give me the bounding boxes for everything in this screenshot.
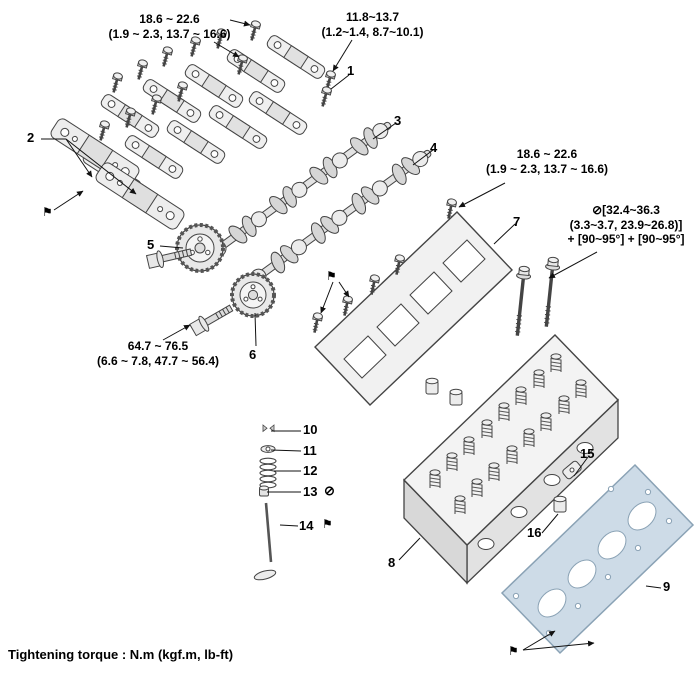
callout-15: 15 xyxy=(580,446,595,461)
tightening-torque-note: Tightening torque : N.m (kgf.m, lb-ft) xyxy=(8,647,234,662)
cvvt-sprocket-1 xyxy=(175,223,225,273)
torque-note-carrier-center-bolts: 11.8~13.7 (1.2~1.4, 8.7~10.1) xyxy=(300,10,445,39)
torque-value-alt: (1.2~1.4, 8.7~10.1) xyxy=(321,24,424,39)
torque-value-nm: 64.7 ~ 76.5 xyxy=(127,339,189,353)
cylinder-head xyxy=(403,334,619,585)
small-part-16 xyxy=(553,495,567,513)
marker-flag-icon: ⚑ xyxy=(508,644,519,658)
valve-spring-retainer xyxy=(260,445,276,453)
callout-1: 1 xyxy=(347,63,355,78)
callout-2: 2 xyxy=(27,130,35,145)
callout-6: 6 xyxy=(249,347,257,362)
valve-stem-seal xyxy=(259,485,269,497)
callout-11: 11 xyxy=(303,443,317,458)
callout-8: 8 xyxy=(388,555,396,570)
torque-value-nm: 18.6 ~ 22.6 xyxy=(516,147,578,161)
torque-note-cylinder-head-bolts: ⊘[32.4~36.3 (3.3~3.7, 23.9~26.8)] + [90~… xyxy=(552,203,700,247)
marker-flag-icon: ⚑ xyxy=(322,517,333,531)
valve-retainer-locks xyxy=(262,424,275,433)
callout-14: 14 xyxy=(299,518,314,533)
callout-4: 4 xyxy=(430,140,438,155)
valve xyxy=(253,502,277,581)
torque-value-nm: [32.4~36.3 xyxy=(602,203,660,217)
callout-12: 12 xyxy=(303,463,318,478)
torque-note-camshaft-sprocket-bolt: 64.7 ~ 76.5 (6.6 ~ 7.8, 47.7 ~ 56.4) xyxy=(63,339,253,368)
callout-5: 5 xyxy=(147,237,155,252)
do-not-reuse-icon: ⊘ xyxy=(592,203,603,217)
callout-7: 7 xyxy=(513,214,521,229)
front-bearing-caps xyxy=(48,116,187,232)
leader-lines xyxy=(41,19,662,651)
sprocket-bolt-2 xyxy=(188,300,236,338)
torque-value-alt: (1.9 ~ 2.3, 13.7 ~ 16.6) xyxy=(485,161,609,176)
valve-spring xyxy=(259,457,277,489)
callout-16: 16 xyxy=(527,525,542,540)
do-not-reuse-icon: ⊘ xyxy=(324,483,335,498)
head-gasket xyxy=(500,463,695,655)
cylinder-head-bolts xyxy=(508,254,563,339)
torque-angle: + [90~95°] + [90~95°] xyxy=(567,232,685,246)
torque-value-alt: (6.6 ~ 7.8, 47.7 ~ 56.4) xyxy=(96,353,220,368)
camshaft-carrier xyxy=(308,196,513,406)
marker-flag-icon: ⚑ xyxy=(42,205,53,219)
camshaft-1 xyxy=(204,121,392,261)
cvvt-sprocket-2 xyxy=(230,272,276,318)
callout-9: 9 xyxy=(663,579,671,594)
torque-value-nm: 11.8~13.7 xyxy=(345,10,400,24)
tappet-2 xyxy=(449,388,463,406)
torque-value-alt: (1.9 ~ 2.3, 13.7 ~ 16.6) xyxy=(108,26,231,41)
tappet-1 xyxy=(425,377,439,395)
callout-13: 13 xyxy=(303,484,318,499)
torque-note-bearing-cap-bolts: 18.6 ~ 22.6 (1.9 ~ 2.3, 13.7 ~ 16.6) xyxy=(62,12,277,41)
torque-value-alt: (3.3~3.7, 23.9~26.8)] xyxy=(569,217,683,232)
callout-3: 3 xyxy=(394,113,402,128)
torque-value-nm: 18.6 ~ 22.6 xyxy=(139,12,200,26)
torque-note-carrier-side-bolts: 18.6 ~ 22.6 (1.9 ~ 2.3, 13.7 ~ 16.6) xyxy=(452,147,642,176)
marker-flag-icon: ⚑ xyxy=(326,269,337,283)
callout-10: 10 xyxy=(303,422,318,437)
